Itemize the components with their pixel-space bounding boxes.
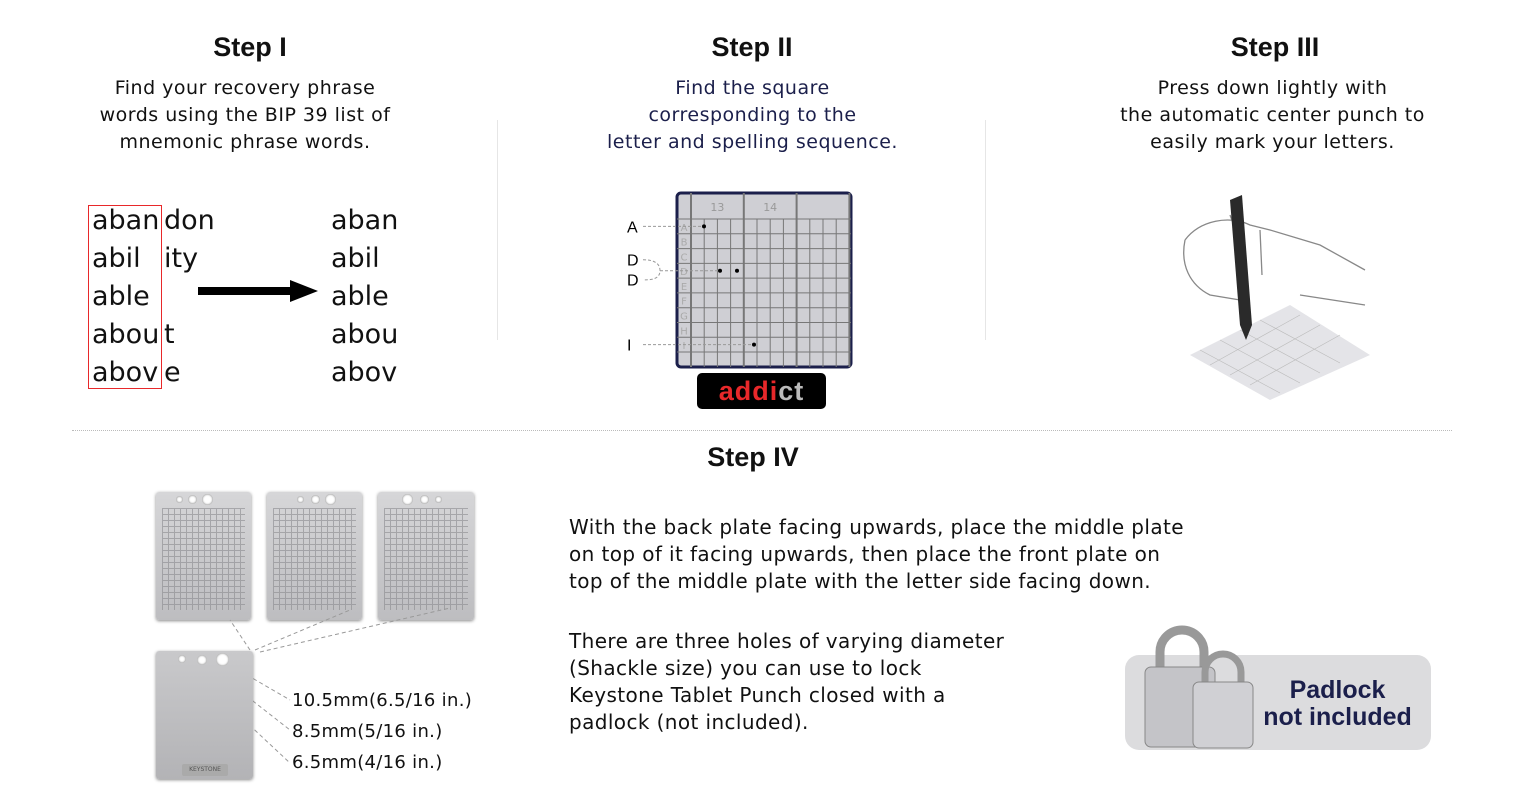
divider — [497, 120, 498, 340]
step2-title: Step II — [711, 32, 793, 62]
word-prefix: able — [92, 281, 150, 312]
text-line: With the back plate facing upwards, plac… — [569, 515, 1184, 539]
row-label: E — [681, 282, 687, 293]
row-label: F — [681, 297, 687, 308]
row-label: C — [681, 252, 688, 263]
bip39-word: able — [92, 278, 215, 316]
text-line: on top of it facing upwards, then place … — [569, 542, 1161, 566]
text-line: (Shackle size) you can use to lock — [569, 656, 922, 680]
leader-line — [642, 259, 661, 281]
desc-line: letter and spelling sequence. — [607, 131, 898, 153]
text-line: Keystone Tablet Punch closed with a — [569, 683, 946, 707]
step1-description: Find your recovery phrase words using th… — [60, 75, 430, 156]
section-divider — [72, 430, 1452, 431]
row-label: G — [680, 312, 688, 323]
word-prefix-list: aban abil able abou abov — [331, 202, 398, 392]
example-word-badge: addict — [697, 373, 826, 409]
plate-closed: KEYSTONE — [156, 651, 253, 779]
step4-title: Step IV — [707, 442, 799, 472]
prefix-word: abou — [331, 319, 399, 350]
column-label: 14 — [763, 201, 777, 214]
padlock-line: Padlock — [1289, 676, 1386, 704]
text-line: padlock (not included). — [569, 710, 809, 734]
desc-line: Find your recovery phrase — [114, 77, 376, 99]
word-prefix: aban — [92, 205, 160, 236]
word-rest: ity — [164, 243, 199, 274]
hand-punch-illustration — [1183, 195, 1370, 400]
prefix-word: able — [331, 281, 389, 312]
desc-line: easily mark your letters. — [1150, 131, 1395, 153]
padlock-label: Padlock not included — [1250, 677, 1425, 731]
desc-line: corresponding to the — [648, 104, 857, 126]
word-highlight: addi — [718, 376, 779, 406]
row-label: I — [683, 341, 686, 352]
hole-size-large: 10.5mm(6.5/16 in.) — [292, 690, 473, 711]
middle-plate — [267, 492, 362, 620]
right-arrow-icon — [198, 280, 318, 306]
marker-letter: D — [627, 273, 639, 290]
punch-dot — [735, 268, 739, 273]
marker-letter: I — [627, 338, 631, 355]
word-rest: e — [164, 357, 181, 388]
word-rest: don — [164, 205, 215, 236]
hole-size-medium: 8.5mm(5/16 in.) — [292, 721, 443, 742]
padlock-line: not included — [1263, 703, 1412, 731]
step1-title: Step I — [213, 32, 287, 62]
prefix-highlight-box — [88, 205, 162, 389]
back-plate — [156, 492, 251, 620]
prefix-word: abov — [331, 357, 398, 388]
text-line: top of the middle plate with the letter … — [569, 569, 1152, 593]
prefix-word: aban — [331, 205, 399, 236]
column-label: 13 — [710, 201, 724, 214]
step3-description: Press down lightly with the automatic ce… — [1085, 75, 1460, 156]
step4-holes-note: There are three holes of varying diamete… — [569, 628, 1004, 736]
row-label: B — [681, 238, 688, 249]
word-prefix: abil — [92, 243, 141, 274]
divider — [985, 120, 986, 340]
punch-dot — [702, 224, 706, 229]
word-prefix: abou — [92, 319, 160, 350]
padlock-icon — [1144, 625, 1254, 749]
step4-instructions: With the back plate facing upwards, plac… — [569, 514, 1184, 595]
row-label: A — [681, 223, 688, 234]
marker-letter: A — [627, 219, 638, 236]
prefix-word: abil — [331, 243, 380, 274]
word-prefix: abov — [92, 357, 159, 388]
marker-letter: D — [627, 253, 639, 270]
step2-description: Find the square corresponding to the let… — [560, 75, 945, 156]
text-line: There are three holes of varying diamete… — [569, 629, 1005, 653]
front-plate — [378, 492, 474, 620]
desc-line: Press down lightly with — [1157, 77, 1388, 99]
brand-label: KEYSTONE — [182, 764, 228, 776]
word-rest: ct — [778, 376, 805, 406]
word-rest: t — [164, 319, 175, 350]
desc-line: words using the BIP 39 list of — [99, 104, 391, 126]
desc-line: mnemonic phrase words. — [119, 131, 371, 153]
row-label: H — [680, 326, 688, 337]
desc-line: Find the square — [675, 77, 830, 99]
grid-board — [675, 191, 853, 369]
punch-dot — [752, 342, 756, 347]
punch-dot — [718, 268, 722, 273]
hole-size-small: 6.5mm(4/16 in.) — [292, 752, 443, 773]
step3-title: Step III — [1230, 32, 1320, 62]
desc-line: the automatic center punch to — [1120, 104, 1425, 126]
row-label: D — [680, 267, 688, 278]
